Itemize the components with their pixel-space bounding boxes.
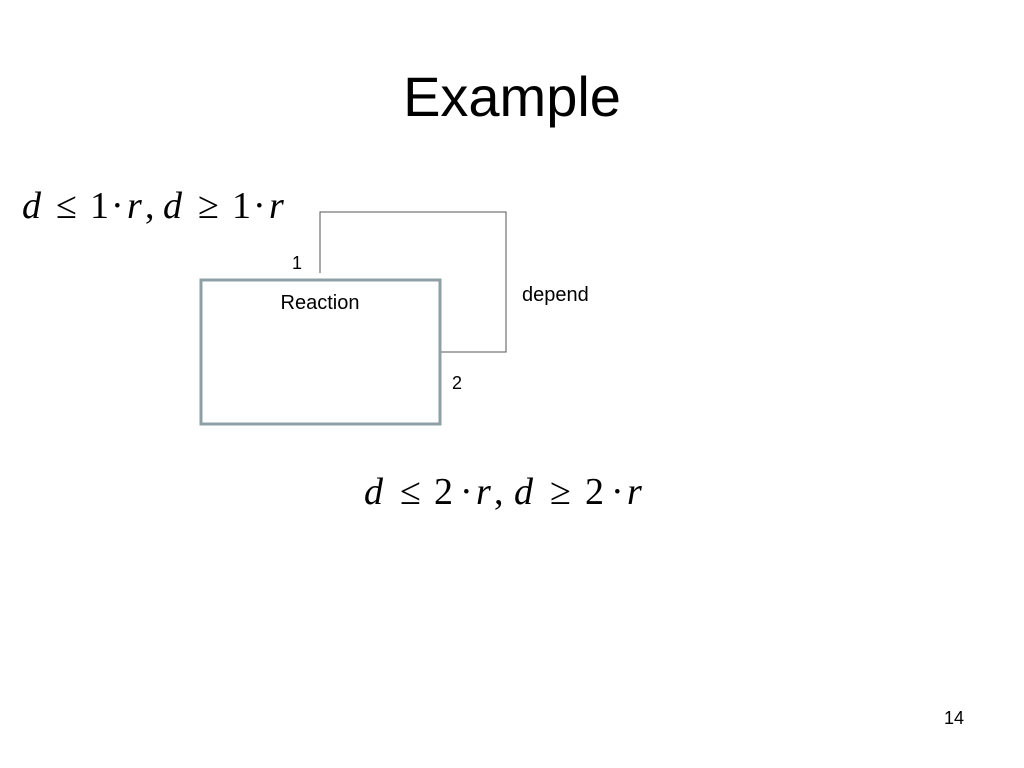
top-formula-r2: r bbox=[269, 185, 284, 227]
top-constraint-formula: d ≤ 1 · r , d ≥ 1 · r bbox=[22, 185, 284, 227]
bottom-formula-greater-equal: ≥ bbox=[550, 471, 571, 513]
bottom-formula-less-equal: ≤ bbox=[400, 471, 421, 513]
top-formula-r1: r bbox=[127, 185, 142, 227]
bottom-formula-dot-b: · bbox=[611, 471, 624, 513]
bottom-formula-comma: , bbox=[494, 471, 504, 513]
bottom-formula-two-b: 2 bbox=[585, 471, 604, 513]
bottom-constraint-formula: d ≤ 2 · r , d ≥ 2 · r bbox=[364, 471, 642, 513]
top-formula-d2: d bbox=[163, 185, 183, 227]
top-formula-greater-equal: ≥ bbox=[198, 185, 219, 227]
page-number: 14 bbox=[943, 708, 964, 728]
top-formula-dot-a: · bbox=[111, 185, 124, 227]
bottom-formula-r2: r bbox=[627, 471, 642, 513]
bottom-formula-dot-a: · bbox=[460, 471, 473, 513]
bottom-formula-d2: d bbox=[514, 471, 534, 513]
depend-relation-label: depend bbox=[522, 284, 589, 306]
top-formula-dot-b: · bbox=[253, 185, 266, 227]
slide-title: Example bbox=[403, 65, 621, 128]
reaction-box bbox=[199, 278, 442, 426]
top-formula-less-equal: ≤ bbox=[56, 185, 77, 227]
top-formula-comma: , bbox=[145, 185, 155, 227]
top-formula-one-a: 1 bbox=[90, 185, 109, 227]
bottom-formula-d1: d bbox=[364, 471, 384, 513]
bottom-formula-two-a: 2 bbox=[434, 471, 453, 513]
port-1-label: 1 bbox=[292, 253, 302, 273]
top-formula-one-b: 1 bbox=[232, 185, 251, 227]
depend-connector-line bbox=[319, 211, 507, 353]
bottom-formula-r1: r bbox=[476, 471, 491, 513]
port-2-label: 2 bbox=[452, 373, 462, 393]
top-formula-d1: d bbox=[22, 185, 42, 227]
reaction-box-label: Reaction bbox=[281, 292, 360, 314]
